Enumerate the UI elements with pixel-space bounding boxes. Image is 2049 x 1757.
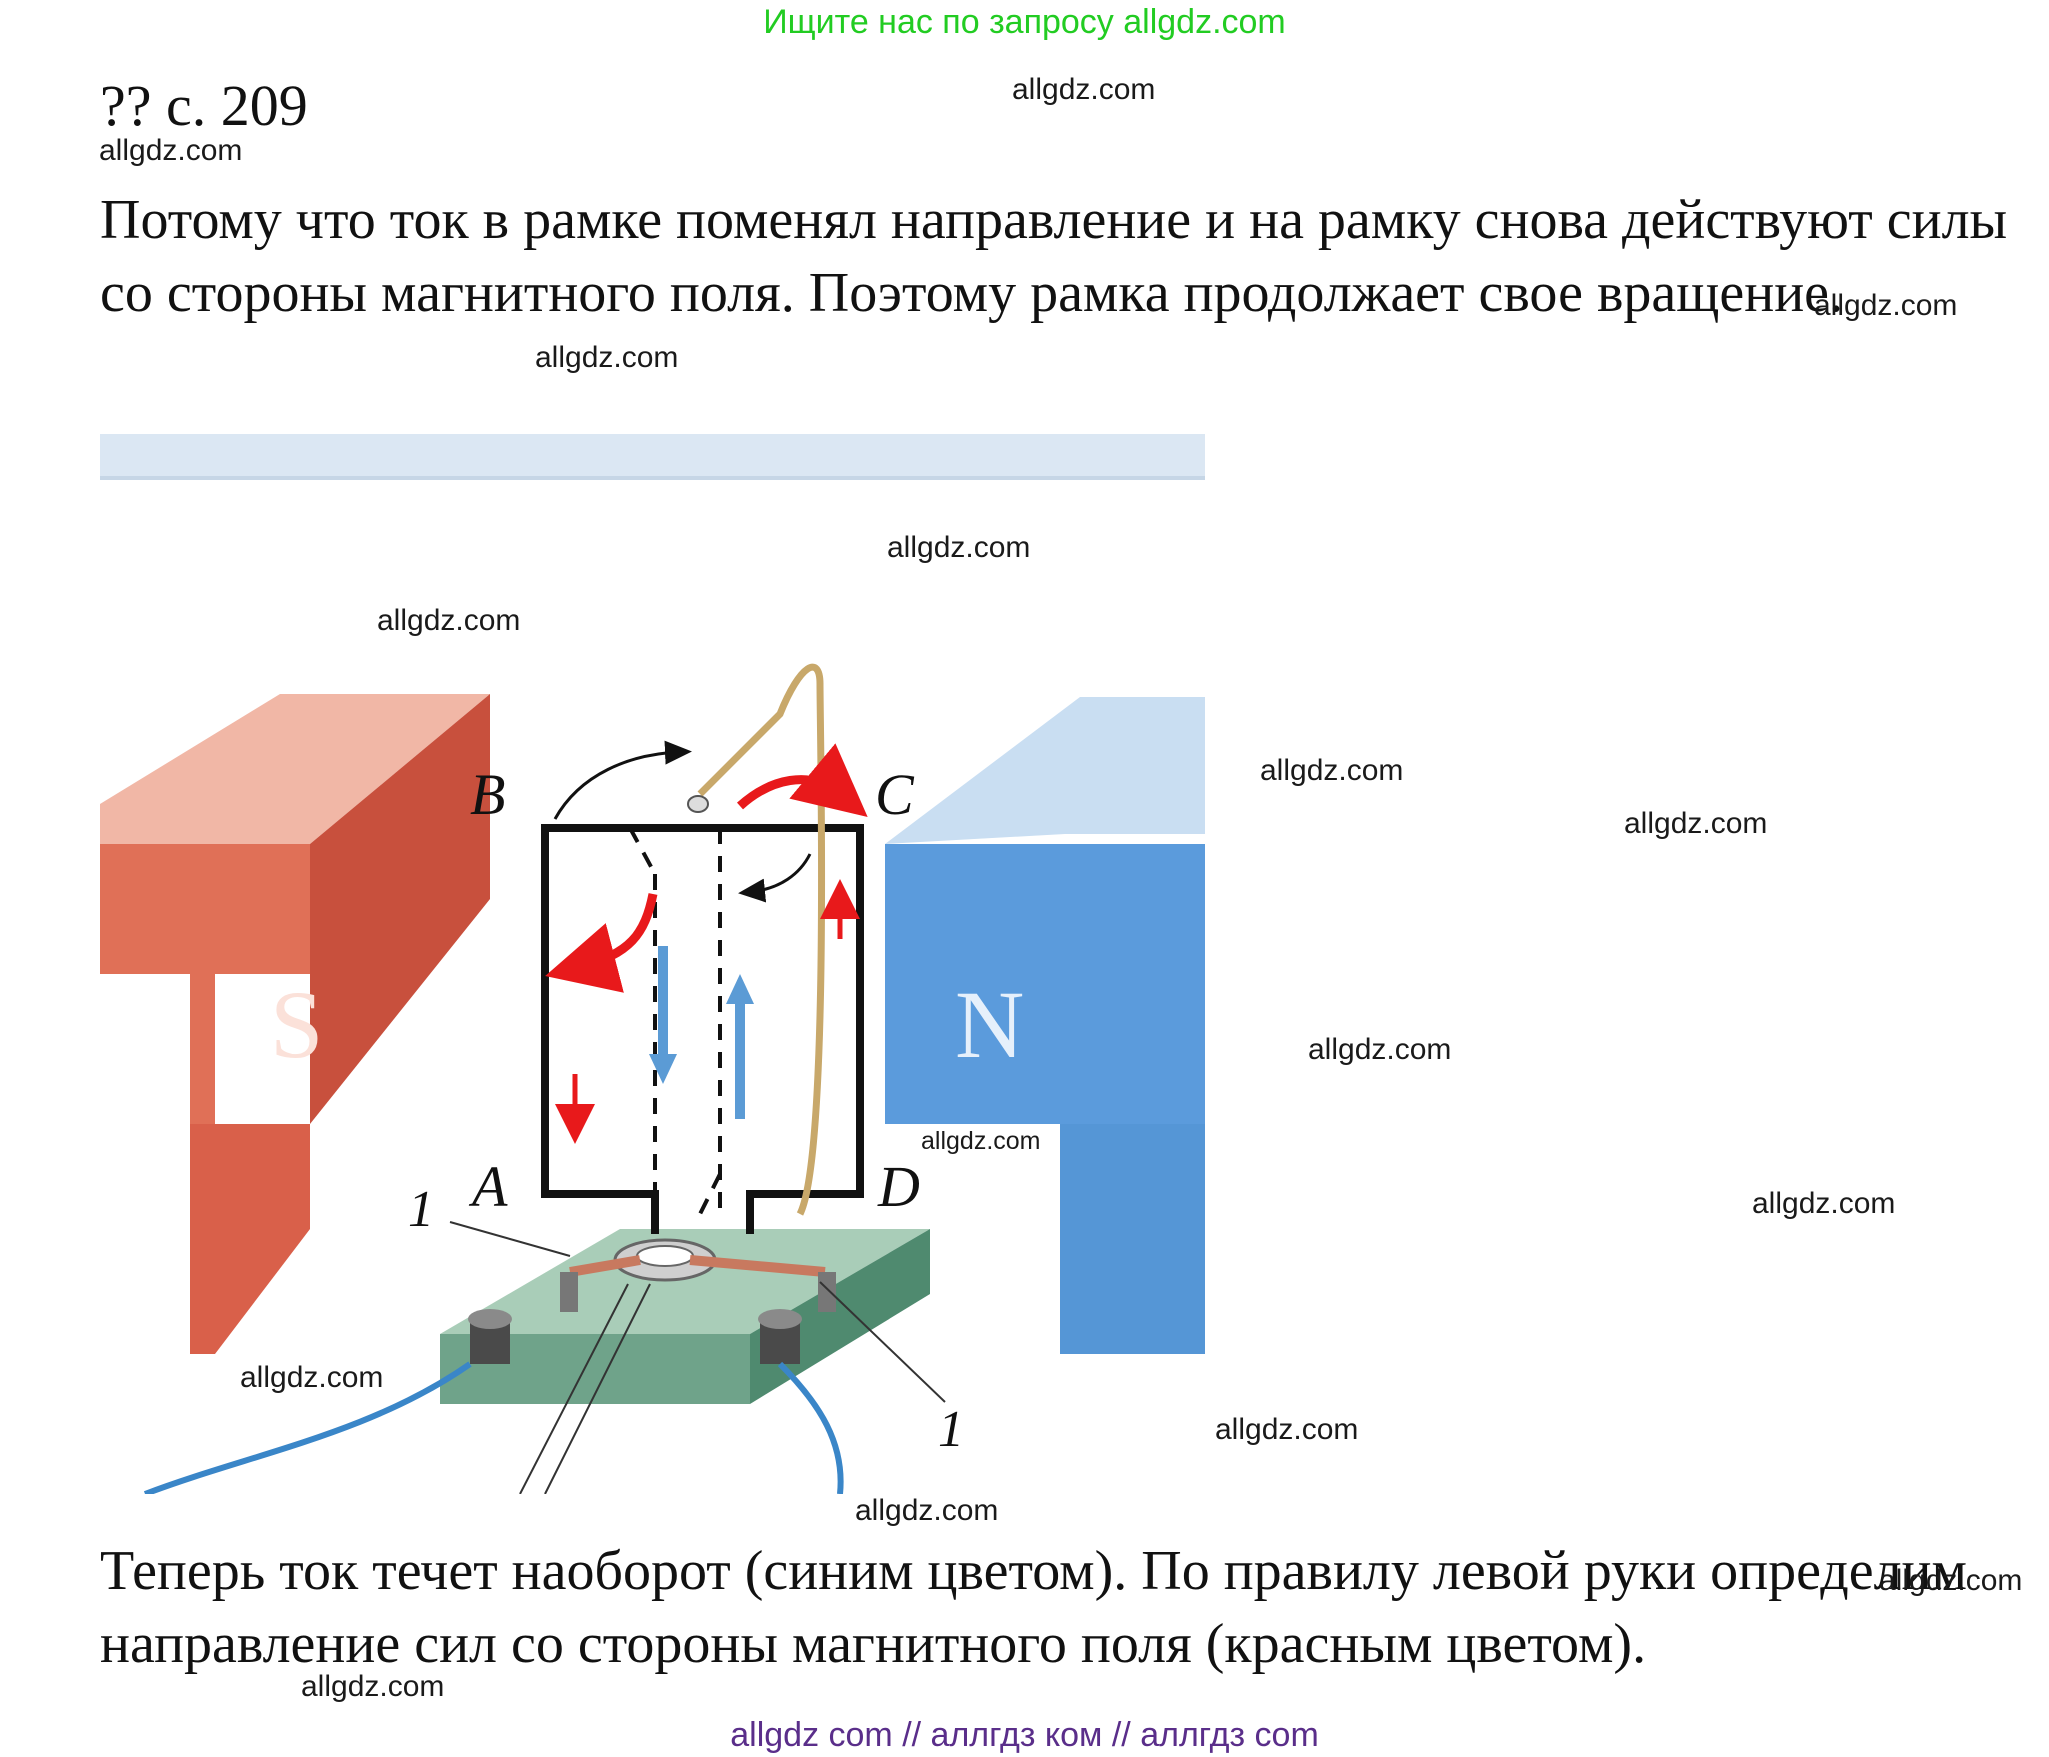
magnet-n-label: N (955, 971, 1024, 1078)
wire-frame (541, 824, 864, 1234)
magnet-s-label: S (270, 971, 323, 1078)
rotation-arrow-middle (738, 853, 812, 903)
motor-figure: S N (100, 434, 1205, 1494)
watermark[interactable]: allgdz.com (99, 134, 243, 167)
part-label-1-left: 1 (408, 1181, 434, 1238)
corner-label-d: D (877, 1154, 920, 1219)
watermark[interactable]: allgdz.com (1752, 1187, 1896, 1220)
watermark[interactable]: allgdz.com (1814, 289, 1958, 322)
watermark[interactable]: allgdz.com (301, 1670, 445, 1703)
rotation-arrow-top (553, 740, 692, 820)
watermark[interactable]: allgdz.com (240, 1361, 384, 1394)
corner-label-b: B (470, 762, 505, 827)
watermark[interactable]: allgdz.com (1215, 1413, 1359, 1446)
site-banner[interactable]: Ищите нас по запросу allgdz.com (763, 3, 1286, 41)
part-label-1-right: 1 (938, 1401, 964, 1458)
watermark[interactable]: allgdz.com (535, 341, 679, 374)
corner-label-a: A (468, 1154, 508, 1219)
site-footer[interactable]: allgdz com // аллгдз ком // аллгдз com (730, 1716, 1319, 1754)
page-heading: ?? с. 209 (100, 73, 308, 138)
base-plate (143, 1229, 930, 1494)
watermark[interactable]: allgdz.com (1260, 754, 1404, 787)
answer-paragraph: Потому что ток в рамке поменял направлен… (100, 189, 2008, 324)
north-magnet (885, 697, 1205, 1354)
watermark[interactable]: allgdz.com (1624, 807, 1768, 840)
south-magnet (100, 634, 490, 1354)
watermark[interactable]: allgdz.com (1308, 1033, 1452, 1066)
figure-top-strip (100, 434, 1205, 480)
watermark[interactable]: allgdz.com (377, 604, 521, 637)
force-arrow-right (736, 743, 868, 818)
corner-label-c: C (875, 762, 915, 827)
watermark[interactable]: allgdz.com (1879, 1564, 2023, 1597)
watermark[interactable]: allgdz.com (1012, 73, 1156, 106)
watermark[interactable]: allgdz.com (887, 531, 1031, 564)
explanation-paragraph: Теперь ток течет наоборот (синим цветом)… (100, 1540, 1967, 1675)
watermark[interactable]: allgdz.com (855, 1494, 999, 1527)
watermark[interactable]: allgdz.com (921, 1127, 1041, 1155)
force-arrow-left (545, 893, 658, 993)
